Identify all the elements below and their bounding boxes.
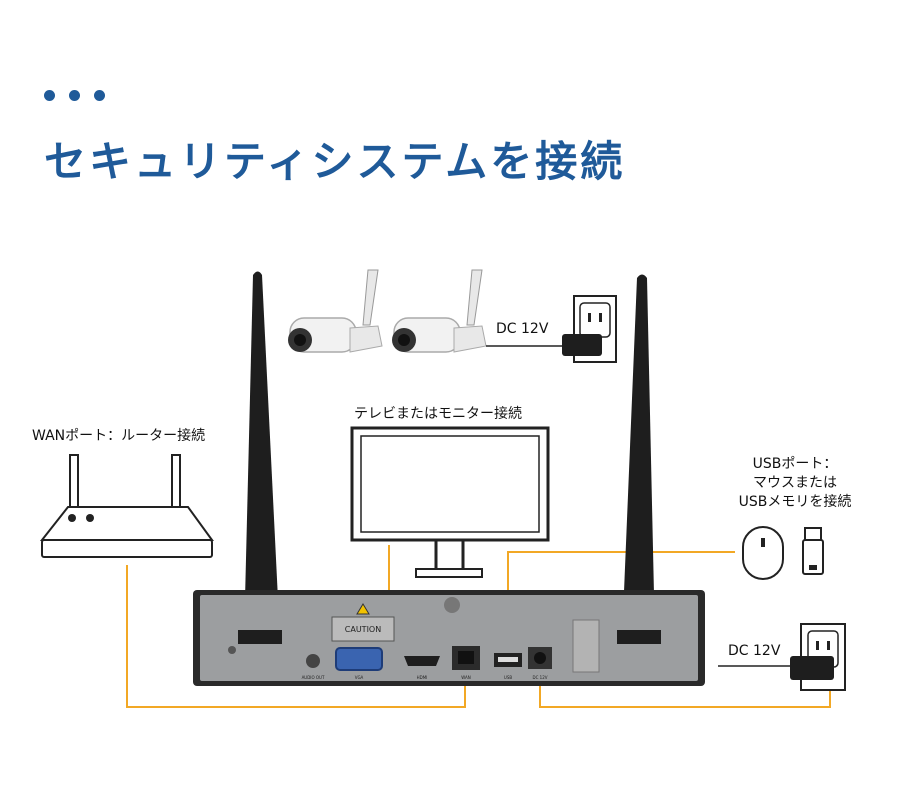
usb-stick-icon bbox=[802, 527, 824, 575]
hdmi-label: HDMI bbox=[417, 675, 428, 680]
wan-port-label: WANポート：ルーター接続 bbox=[32, 428, 206, 444]
ellipsis-dots-icon bbox=[44, 90, 105, 101]
camera-icon bbox=[288, 269, 383, 353]
vga-label: VGA bbox=[355, 675, 364, 680]
monitor-icon bbox=[350, 426, 550, 578]
router-to-wan-line bbox=[126, 565, 466, 708]
antenna-right-icon bbox=[622, 274, 655, 645]
antenna-left-icon bbox=[244, 271, 280, 645]
dc-to-adapter-line bbox=[539, 672, 831, 708]
nvr-recorder bbox=[193, 590, 705, 686]
audio-out-label: AUDIO OUT bbox=[302, 675, 325, 680]
monitor-label: テレビまたはモニター接続 bbox=[354, 406, 522, 422]
router-icon bbox=[39, 454, 214, 558]
caution-label: CAUTION bbox=[345, 625, 381, 634]
usb-label: USB bbox=[504, 675, 512, 680]
usb-label-line3: USBメモリを接続 bbox=[738, 494, 852, 510]
usb-label-line1: USBポート： bbox=[752, 456, 838, 472]
camera-icon bbox=[392, 269, 487, 353]
wan-label: WAN bbox=[461, 675, 470, 680]
usb-port-label: USBポート： マウスまたは USBメモリを接続 bbox=[730, 455, 860, 512]
dc-label: DC 12V bbox=[533, 675, 548, 680]
nvr-power-label: DC 12V bbox=[728, 643, 781, 659]
usb-label-line2: マウスまたは bbox=[753, 475, 837, 491]
page-title: セキュリティシステムを接続 bbox=[44, 137, 626, 186]
power-adapter-icon bbox=[790, 656, 834, 680]
power-adapter-icon bbox=[562, 334, 602, 356]
mouse-icon bbox=[742, 526, 784, 580]
camera-power-label: DC 12V bbox=[496, 321, 549, 337]
